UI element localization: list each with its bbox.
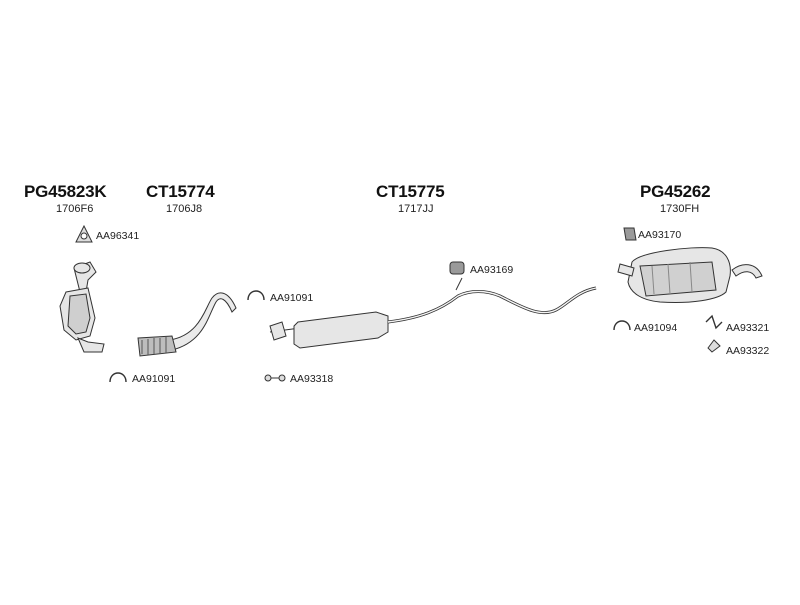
bolt-icon[interactable]: [264, 374, 286, 382]
accessory-label: AA91091: [132, 373, 176, 385]
rubber-mount-icon[interactable]: [449, 261, 465, 275]
accessory-label: AA91091: [270, 292, 314, 304]
accessory-label: AA93169: [470, 264, 514, 276]
middle-silencer[interactable]: [269, 277, 597, 349]
part-number: PG45262: [640, 182, 711, 201]
flex-pipe[interactable]: [137, 292, 237, 357]
accessory-label: AA93318: [290, 373, 334, 385]
part-number: CT15774: [146, 182, 215, 201]
accessory-label: AA93321: [726, 322, 770, 334]
part-number: CT15775: [376, 182, 445, 201]
accessory-label: AA93322: [726, 345, 770, 357]
oe-number: 1706F6: [56, 203, 94, 215]
catalytic-converter[interactable]: [59, 261, 105, 353]
oe-number: 1730FH: [660, 203, 700, 215]
oe-number: 1706J8: [166, 203, 203, 215]
gasket-icon[interactable]: [75, 224, 93, 243]
accessory-label: AA91094: [634, 322, 678, 334]
rear-silencer[interactable]: [617, 247, 763, 303]
oe-number: 1717JJ: [398, 203, 434, 215]
accessory-label: AA93170: [638, 229, 682, 241]
bracket-icon[interactable]: [705, 314, 723, 353]
clamp-icon[interactable]: [109, 290, 631, 383]
part-number: PG45823K: [24, 182, 107, 201]
hanger-icon[interactable]: [623, 227, 637, 241]
accessory-label: AA96341: [96, 230, 140, 242]
